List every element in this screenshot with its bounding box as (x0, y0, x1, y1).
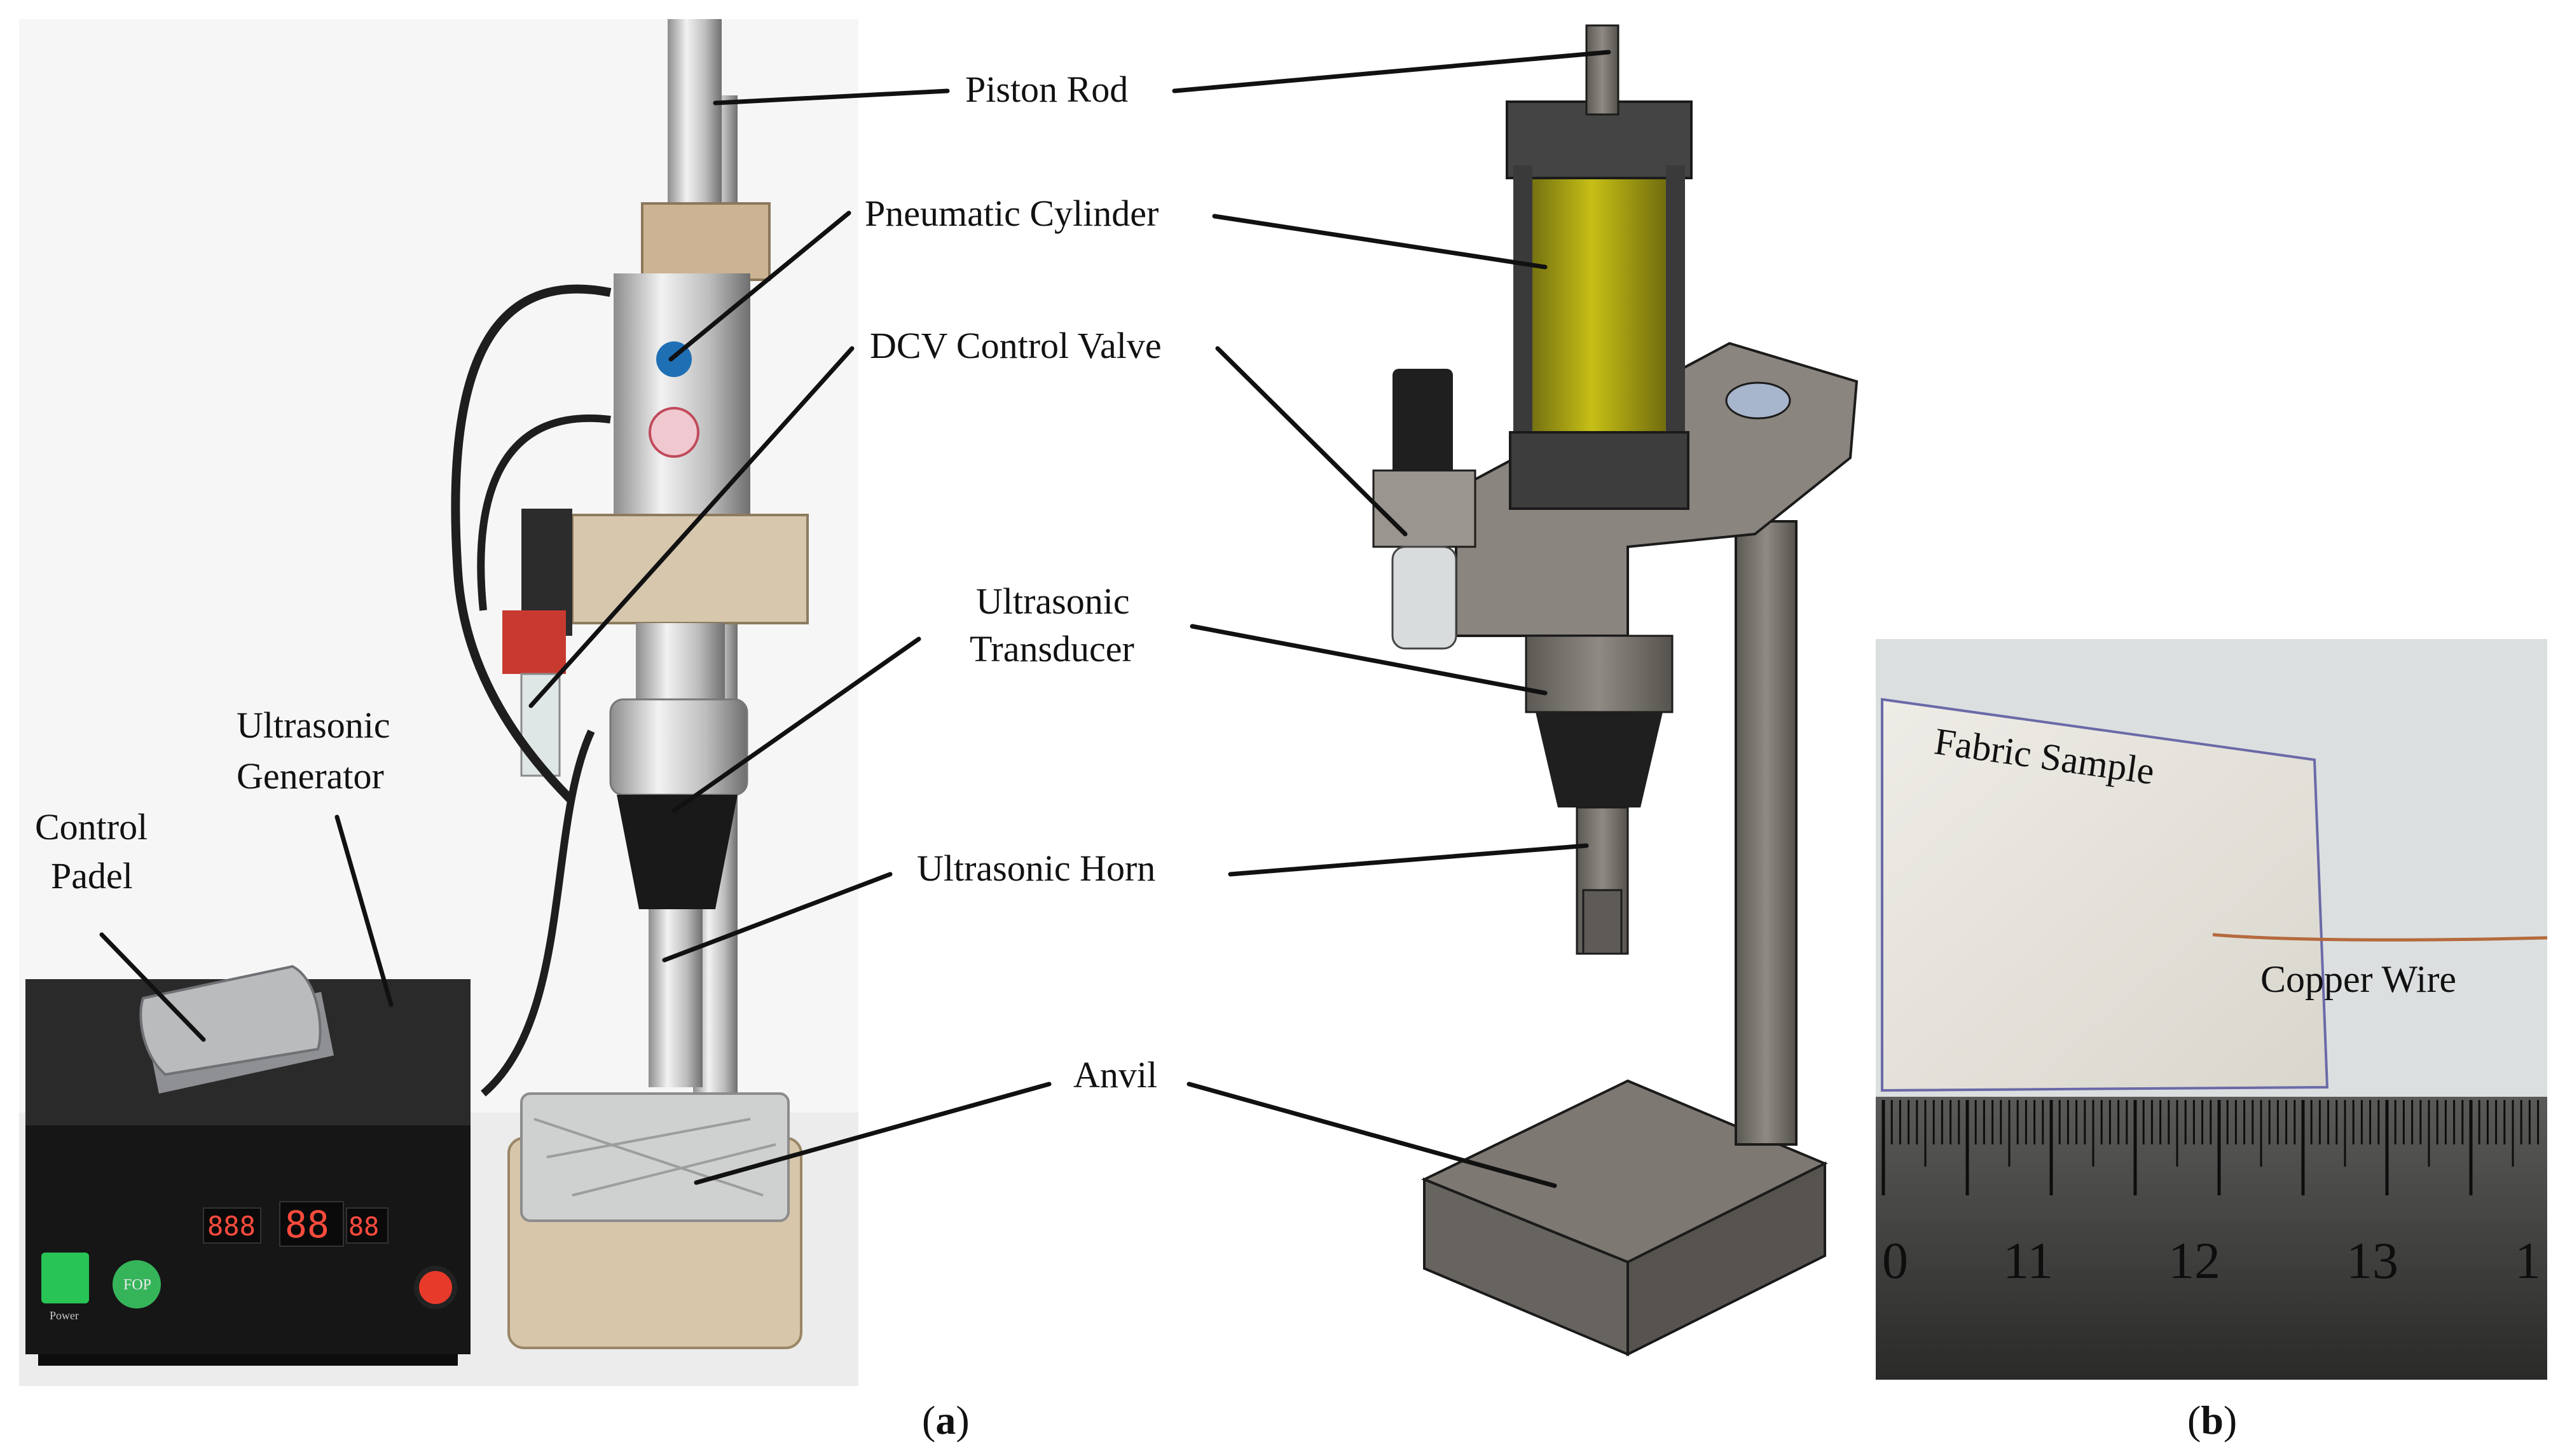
cad-column (1735, 520, 1798, 1146)
cad-tie-rod-left (1513, 165, 1532, 445)
cad-regulator-knob (1393, 369, 1453, 483)
display-3 (346, 1207, 389, 1244)
caption-b-letter: b (2201, 1398, 2224, 1443)
label-ultrasonic-generator-1: Ultrasonic (237, 704, 390, 746)
cad-base-right (1626, 1161, 1826, 1357)
transducer-ring (609, 698, 748, 796)
label-control-padel-2: Padel (51, 855, 133, 896)
red-button (414, 1266, 457, 1309)
caption-a-letter: a (935, 1398, 956, 1443)
display-2 (279, 1201, 344, 1247)
hose-lower (477, 414, 611, 611)
display-1 (203, 1207, 261, 1244)
caption-a: (a) (922, 1398, 970, 1443)
label-ultrasonic-transducer-1: Ultrasonic (976, 580, 1130, 622)
leader-transducer-a (671, 636, 921, 813)
cad-transducer-body (1525, 635, 1674, 713)
hose-upper (451, 284, 612, 804)
air-regulator (502, 610, 566, 674)
cad-cylinder-tube (1525, 177, 1674, 434)
cad-tie-rod-right (1666, 165, 1685, 445)
hose-generator (481, 729, 595, 1097)
cad-transducer-cone (1536, 712, 1663, 807)
leader-anvil-a (694, 1082, 1052, 1185)
leader-dcv-b (1215, 346, 1408, 537)
cad-cylinder-cap-bottom (1509, 431, 1689, 510)
label-ultrasonic-generator-2: Generator (237, 755, 384, 797)
cad-filter-bowl (1391, 546, 1457, 650)
display-2-readout: 88 (285, 1203, 329, 1246)
leader-horn-b (1228, 843, 1589, 877)
transducer-housing (636, 623, 725, 706)
label-control-padel-1: Control (35, 806, 148, 848)
power-switch (41, 1253, 89, 1303)
cad-arm-hole (1725, 381, 1791, 420)
leader-generator (334, 814, 394, 1007)
brand-seal-icon (649, 407, 699, 458)
fop-button-text: FOP (123, 1277, 151, 1293)
ultrasonic-horn (649, 909, 703, 1087)
filter-bowl (520, 673, 561, 777)
leader-dcv-a (528, 346, 855, 708)
label-copper-wire: Copper Wire (2260, 958, 2456, 1000)
fabric-sample (1881, 697, 2329, 1092)
leader-lines (99, 50, 1611, 1188)
lower-block (571, 514, 809, 624)
leader-piston-rod-a (713, 88, 950, 106)
cad-regulator-body (1372, 469, 1476, 548)
transducer-cone (617, 795, 738, 909)
leader-control-padel (99, 932, 206, 1042)
ruler-number-12: 12 (2168, 1232, 2220, 1289)
leader-pneumatic-b (1212, 214, 1548, 270)
power-switch-label: Power (50, 1309, 79, 1322)
photo-sample: 0 11 12 13 1 (1876, 639, 2548, 1380)
anvil-top (520, 1092, 790, 1222)
pedal-cover (139, 965, 322, 1076)
anvil-scratches (533, 1118, 776, 1197)
ruler-number-0: 0 (1882, 1232, 1908, 1289)
label-ultrasonic-transducer-2: Transducer (970, 628, 1134, 670)
leader-transducer-b (1190, 624, 1548, 696)
label-ultrasonic-horn: Ultrasonic Horn (917, 848, 1155, 889)
cad-piston-rod (1585, 24, 1619, 116)
display-3-readout: 88 (348, 1212, 379, 1242)
ruler-number-1: 1 (2515, 1232, 2541, 1289)
upper-block (641, 202, 771, 281)
generator-feet (38, 1354, 458, 1366)
ruler-numbers: 0 11 12 13 1 (1882, 1232, 2541, 1289)
photo-machine: Power FOP 888 88 88 (19, 19, 858, 1386)
cad-model (1372, 24, 1859, 1357)
copper-wire (2212, 933, 2548, 942)
ruler-number-13: 13 (2346, 1232, 2398, 1289)
fop-button (113, 1260, 161, 1308)
label-piston-rod: Piston Rod (965, 69, 1128, 110)
piston-rod (668, 19, 722, 223)
ruler-number-11: 11 (2003, 1232, 2053, 1289)
display-1-readout: 888 (207, 1211, 256, 1242)
label-anvil: Anvil (1073, 1054, 1157, 1095)
cad-horn-tip (1582, 889, 1623, 955)
ruler-ticks (1881, 1100, 2540, 1195)
leader-pneumatic-a (668, 210, 851, 362)
leader-anvil-b (1186, 1082, 1557, 1188)
panel-captions: (a) (b) (922, 1398, 2237, 1443)
caption-b: (b) (2187, 1398, 2237, 1443)
leader-piston-rod-b (1172, 50, 1611, 93)
leader-horn-a (662, 872, 893, 963)
label-pneumatic-cylinder: Pneumatic Cylinder (865, 193, 1159, 234)
label-dcv-control-valve: DCV Control Valve (870, 325, 1162, 366)
